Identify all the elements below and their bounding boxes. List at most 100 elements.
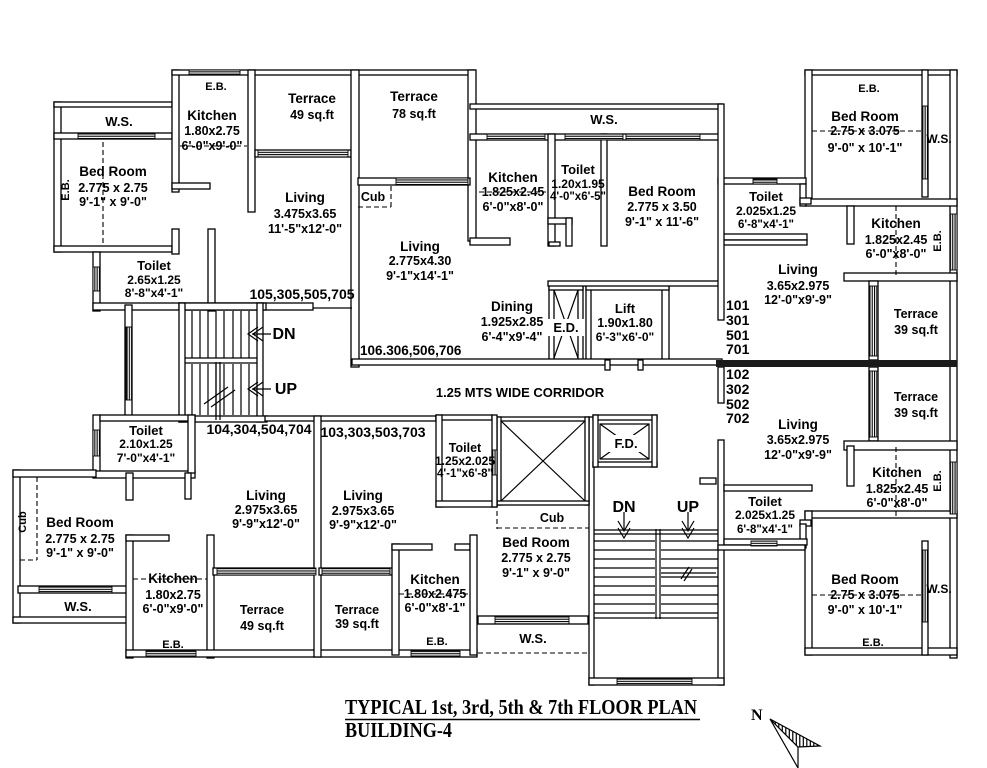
svg-text:3.65x2.975: 3.65x2.975 [767, 279, 830, 293]
svg-text:W.S.: W.S. [926, 132, 951, 146]
svg-text:6'-0"x8'-1": 6'-0"x8'-1" [405, 601, 466, 615]
svg-text:BUILDING-4: BUILDING-4 [345, 718, 452, 742]
svg-text:Kitchen: Kitchen [148, 571, 198, 586]
svg-text:2.775 x 2.75: 2.775 x 2.75 [78, 181, 148, 195]
svg-text:E.B.: E.B. [862, 637, 883, 649]
svg-text:Toilet: Toilet [561, 162, 595, 177]
svg-text:Kitchen: Kitchen [488, 170, 538, 185]
svg-text:2.775 x 3.50: 2.775 x 3.50 [627, 200, 697, 214]
svg-text:9'-1" x 9'-0": 9'-1" x 9'-0" [502, 566, 570, 580]
svg-text:Living: Living [778, 417, 818, 432]
svg-text:Toilet: Toilet [749, 189, 783, 204]
svg-text:106.306,506,706: 106.306,506,706 [360, 343, 462, 358]
svg-text:6'-0"x8'-0": 6'-0"x8'-0" [867, 496, 928, 510]
svg-text:1.925x2.85: 1.925x2.85 [481, 315, 544, 329]
svg-text:2.65x1.25: 2.65x1.25 [127, 273, 181, 287]
svg-text:1.825x2.45: 1.825x2.45 [866, 482, 929, 496]
svg-text:Living: Living [285, 190, 325, 205]
svg-text:W.S.: W.S. [64, 599, 91, 614]
svg-text:E.B.: E.B. [858, 83, 879, 95]
svg-text:E.B.: E.B. [162, 639, 183, 651]
svg-text:Dining: Dining [491, 299, 533, 314]
svg-text:Living: Living [778, 262, 818, 277]
svg-text:6'-3"x6'-0": 6'-3"x6'-0" [596, 330, 654, 344]
svg-text:1.90x1.80: 1.90x1.80 [597, 316, 653, 330]
svg-text:9'-0" x 10'-1": 9'-0" x 10'-1" [828, 141, 903, 155]
svg-text:103,303,503,703: 103,303,503,703 [320, 424, 425, 440]
svg-text:1.25 MTS WIDE CORRIDOR: 1.25 MTS WIDE CORRIDOR [436, 385, 605, 400]
svg-text:W.S.: W.S. [590, 112, 617, 127]
svg-text:39 sq.ft: 39 sq.ft [894, 323, 939, 337]
svg-text:TYPICAL 1st, 3rd, 5th & 7th FL: TYPICAL 1st, 3rd, 5th & 7th FLOOR PLAN [345, 695, 697, 719]
svg-text:2.975x3.65: 2.975x3.65 [235, 503, 298, 517]
svg-text:6'-0"x9'-0": 6'-0"x9'-0" [182, 139, 243, 153]
svg-text:Bed Room: Bed Room [831, 572, 899, 587]
svg-text:Bed Room: Bed Room [502, 535, 570, 550]
svg-text:Terrace: Terrace [240, 603, 284, 617]
svg-text:Bed Room: Bed Room [628, 184, 696, 199]
svg-text:Living: Living [400, 239, 440, 254]
svg-text:DN: DN [272, 326, 295, 343]
svg-text:9'-0" x 10'-1": 9'-0" x 10'-1" [828, 603, 903, 617]
svg-text:Terrace: Terrace [894, 307, 938, 321]
svg-text:2.775 x 2.75: 2.775 x 2.75 [45, 532, 115, 546]
svg-text:78 sq.ft: 78 sq.ft [392, 107, 437, 121]
svg-text:9'-1" x 9'-0": 9'-1" x 9'-0" [79, 195, 147, 209]
svg-text:Toilet: Toilet [449, 441, 482, 455]
svg-text:Toilet: Toilet [748, 494, 782, 509]
svg-text:N: N [751, 707, 763, 724]
svg-text:Bed Room: Bed Room [79, 164, 147, 179]
svg-text:Kitchen: Kitchen [871, 216, 921, 231]
svg-text:9'-9"x12'-0": 9'-9"x12'-0" [329, 518, 397, 532]
svg-text:W.S.: W.S. [519, 631, 546, 646]
svg-text:104,304,504,704: 104,304,504,704 [206, 421, 311, 437]
svg-text:12'-0"x9'-9": 12'-0"x9'-9" [764, 293, 832, 307]
svg-text:Terrace: Terrace [894, 390, 938, 404]
svg-text:8'-8"x4'-1": 8'-8"x4'-1" [125, 286, 183, 300]
svg-text:Terrace: Terrace [335, 603, 379, 617]
svg-text:E.D.: E.D. [553, 320, 578, 335]
svg-text:DN: DN [612, 499, 635, 516]
svg-text:1.80x2.75: 1.80x2.75 [184, 124, 240, 138]
svg-text:3.475x3.65: 3.475x3.65 [274, 207, 337, 221]
svg-text:9'-9"x12'-0": 9'-9"x12'-0" [232, 517, 300, 531]
svg-text:Lift: Lift [615, 301, 636, 316]
svg-text:2.025x1.25: 2.025x1.25 [735, 508, 795, 522]
svg-text:6'-8"x4'-1": 6'-8"x4'-1" [738, 219, 794, 231]
svg-text:2.775x4.30: 2.775x4.30 [389, 254, 452, 268]
svg-text:105,305,505,705: 105,305,505,705 [249, 286, 354, 302]
svg-text:E.B.: E.B. [60, 179, 72, 200]
svg-text:11'-5"x12'-0": 11'-5"x12'-0" [268, 222, 342, 236]
svg-text:502: 502 [726, 396, 750, 412]
svg-text:702: 702 [726, 410, 750, 426]
svg-text:UP: UP [677, 499, 700, 516]
svg-text:1.825x2.45: 1.825x2.45 [482, 185, 545, 199]
svg-text:12'-0"x9'-9": 12'-0"x9'-9" [764, 448, 832, 462]
svg-text:W.S.: W.S. [105, 114, 132, 129]
svg-text:6'-0"x8'-0": 6'-0"x8'-0" [483, 200, 544, 214]
svg-text:E.B.: E.B. [932, 230, 944, 251]
svg-text:9'-1" x 11'-6": 9'-1" x 11'-6" [625, 215, 699, 229]
svg-text:Living: Living [246, 488, 286, 503]
svg-text:Kitchen: Kitchen [187, 108, 237, 123]
svg-text:1.825x2.45: 1.825x2.45 [865, 233, 928, 247]
svg-text:49 sq.ft: 49 sq.ft [240, 619, 285, 633]
svg-text:Toilet: Toilet [129, 423, 163, 438]
svg-text:Cub: Cub [540, 511, 565, 525]
svg-text:2.75 x 3.075: 2.75 x 3.075 [830, 588, 900, 602]
svg-text:UP: UP [275, 381, 298, 398]
svg-text:39 sq.ft: 39 sq.ft [335, 617, 380, 631]
svg-text:6'-8"x4'-1": 6'-8"x4'-1" [737, 524, 793, 536]
svg-text:7'-0"x4'-1": 7'-0"x4'-1" [117, 451, 175, 465]
svg-text:39 sq.ft: 39 sq.ft [894, 406, 939, 420]
svg-text:2.75 x 3.075: 2.75 x 3.075 [830, 124, 900, 138]
svg-text:501: 501 [726, 327, 750, 343]
svg-text:W.S.: W.S. [926, 582, 951, 596]
svg-text:Cub: Cub [361, 190, 386, 204]
svg-text:49 sq.ft: 49 sq.ft [290, 108, 335, 122]
svg-text:301: 301 [726, 312, 750, 328]
svg-text:E.B.: E.B. [205, 81, 226, 93]
svg-text:4'-0"x6'-5": 4'-0"x6'-5" [550, 191, 606, 203]
svg-text:9'-1" x 9'-0": 9'-1" x 9'-0" [46, 546, 114, 560]
svg-text:6'-0"x8'-0": 6'-0"x8'-0" [866, 247, 927, 261]
